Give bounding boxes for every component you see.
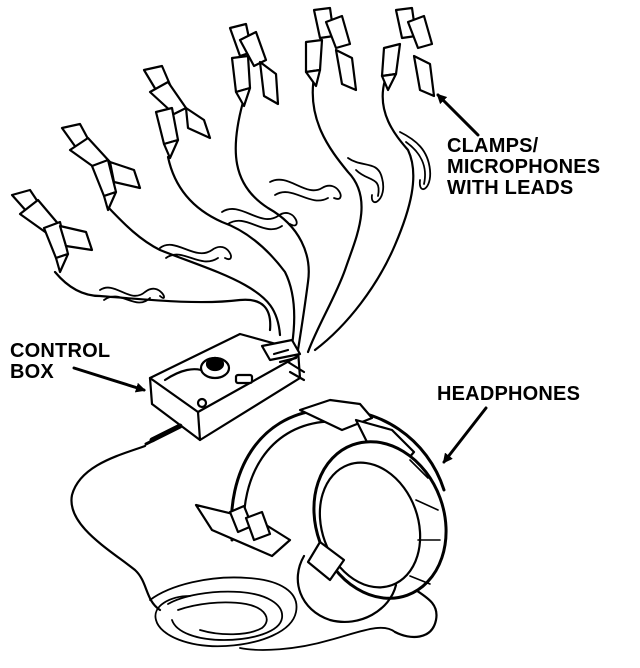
- clamps-label-line-2: MICROPHONES: [447, 156, 601, 178]
- clamp-5: [304, 6, 358, 92]
- control-box: [148, 332, 306, 442]
- control-box-label-line-2: BOX: [10, 361, 54, 383]
- control-box-arrow: [72, 366, 146, 393]
- clamp-4: [228, 22, 280, 108]
- clamp-1: [10, 188, 94, 274]
- headphones-arrow: [442, 406, 488, 464]
- clamps-label-line-1: CLAMPS/: [447, 135, 539, 157]
- clamp-2: [60, 122, 142, 212]
- callout-arrows: [72, 93, 488, 464]
- lead-wires: [53, 70, 415, 354]
- clamp-6: [380, 6, 436, 98]
- control-box-label-line-1: CONTROL: [10, 340, 111, 362]
- lead-coils: [99, 131, 431, 304]
- clamps-microphones-label: CLAMPS/ MICROPHONES WITH LEADS: [447, 136, 600, 199]
- headphones-label-line-1: HEADPHONES: [437, 383, 581, 405]
- clamp-3: [142, 64, 212, 160]
- clamps-label-line-3: WITH LEADS: [447, 177, 574, 199]
- headphones-label: HEADPHONES: [437, 384, 580, 405]
- coiled-cord: [149, 576, 396, 651]
- clamps-arrow: [436, 93, 480, 137]
- control-box-label: CONTROL BOX: [10, 341, 110, 383]
- headphone-cord: [70, 423, 438, 639]
- headphones: [194, 398, 448, 623]
